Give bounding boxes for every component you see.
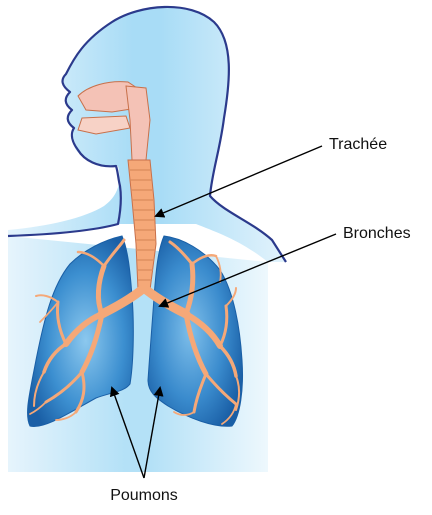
bronchi-label: Bronches (343, 225, 411, 242)
trachea-label: Trachée (329, 136, 387, 153)
lungs-label: Poumons (110, 487, 178, 504)
